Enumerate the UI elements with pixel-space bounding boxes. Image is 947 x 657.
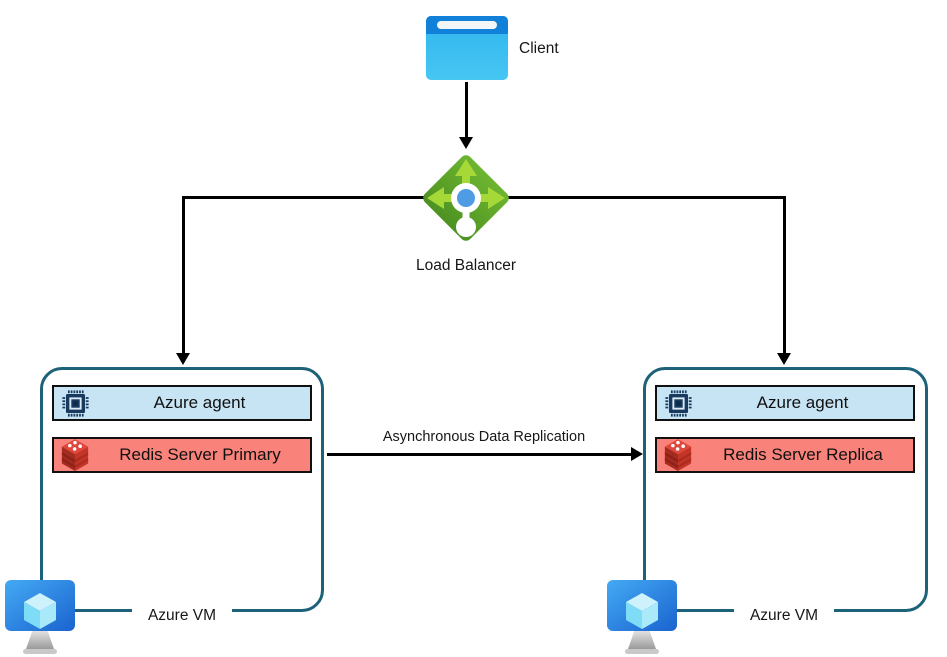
redis-primary-bar: Redis Server Primary	[52, 437, 312, 473]
connector-client-to-lb	[465, 82, 468, 138]
redis-primary-label: Redis Server Primary	[119, 445, 281, 464]
azure-vm-label-left: Azure VM	[132, 604, 232, 627]
redis-icon	[663, 438, 693, 472]
connector-lb-to-right-vm	[783, 196, 786, 353]
load-balancer-icon	[423, 155, 509, 241]
azure-agent-label-left: Azure agent	[153, 393, 246, 412]
azure-vm-icon-left	[5, 580, 75, 654]
azure-agent-label-right: Azure agent	[756, 393, 849, 412]
redis-replica-label: Redis Server Replica	[723, 445, 883, 464]
redis-replica-bar: Redis Server Replica	[655, 437, 915, 473]
client-label: Client	[519, 40, 559, 57]
azure-vm-label-right: Azure VM	[734, 604, 834, 627]
replication-label: Asynchronous Data Replication	[382, 429, 586, 445]
arrowhead-client-to-lb	[459, 137, 473, 149]
redis-icon	[60, 438, 90, 472]
azure-agent-bar-left: Azure agent	[52, 385, 312, 421]
arrowhead-replication	[631, 447, 643, 461]
cpu-chip-icon	[62, 389, 89, 417]
load-balancer-label: Load Balancer	[416, 257, 516, 274]
arrowhead-lb-to-left-vm	[176, 353, 190, 365]
azure-vm-icon-right	[607, 580, 677, 654]
connector-replication	[327, 453, 632, 456]
connector-lb-to-left-vm	[182, 196, 185, 353]
browser-titlebar	[426, 16, 508, 34]
azure-agent-bar-right: Azure agent	[655, 385, 915, 421]
arrowhead-lb-to-right-vm	[777, 353, 791, 365]
client-browser-icon	[426, 16, 508, 80]
browser-addressbar	[437, 21, 497, 29]
cpu-chip-icon	[665, 389, 692, 417]
